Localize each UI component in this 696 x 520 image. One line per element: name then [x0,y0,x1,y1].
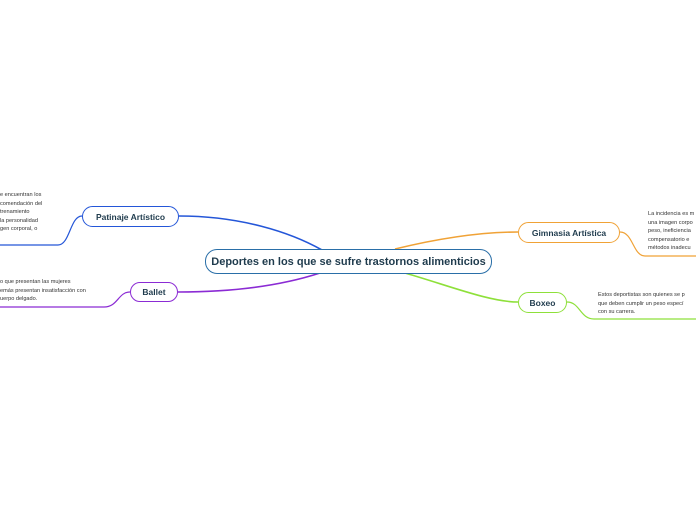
note-line: gen corporal, o [0,226,38,232]
note-line: una imagen corpo [648,219,693,226]
note-line: emás presentan insatisfacción con [0,287,86,294]
topic-gimnasia-label: Gimnasia Artística [531,227,607,238]
note-line: comendación del [0,200,43,207]
note-line: que deben cumplir un peso especí [598,300,684,307]
note-line: Estos deportistas son quienes se p [598,292,685,298]
central-topic-label: Deportes en los que se sufre trastornos … [211,255,486,268]
note-connector-patinaje [0,215,83,246]
note-line: uerpo delgado. [0,296,38,302]
topic-boxeo[interactable]: Boxeo [518,292,567,313]
note-line: peso, ineficiencia [648,228,691,234]
note-boxeo[interactable]: Estos deportistas son quienes se p que d… [598,291,685,317]
topic-ballet-label: Ballet [142,287,166,297]
connector-boxeo [404,272,519,303]
note-line: métodos inadecu [648,245,691,251]
note-connector-ballet [0,291,131,308]
connector-patinaje [178,215,323,251]
note-patinaje[interactable]: e encuentran los comendación del trenami… [0,191,42,234]
connector-gimnasia [394,231,519,250]
note-ballet[interactable]: o que presentan las mujeres emás present… [0,278,86,304]
topic-boxeo-label: Boxeo [529,297,556,308]
topic-gimnasia-artistica[interactable]: Gimnasia Artística [518,222,620,243]
topic-patinaje-artistico[interactable]: Patinaje Artístico [82,206,179,227]
topic-ballet[interactable]: Ballet [130,282,178,302]
note-line: La incidencia es m [648,211,695,217]
note-line: compensatorio e [648,236,690,243]
note-gimnasia[interactable]: La incidencia es m una imagen corpo peso… [648,210,694,253]
connector-ballet [177,272,321,293]
topic-patinaje-label: Patinaje Artístico [95,211,166,222]
note-connector-gimnasia [619,231,696,257]
note-line: trenamiento [0,209,30,215]
note-line: la personalidad [0,217,38,224]
note-line: con su carrera. [598,309,636,315]
note-line: e encuentran los [0,192,42,198]
central-topic[interactable]: Deportes en los que se sufre trastornos … [205,249,492,274]
note-connector-boxeo [566,301,696,320]
note-line: o que presentan las mujeres [0,279,71,285]
